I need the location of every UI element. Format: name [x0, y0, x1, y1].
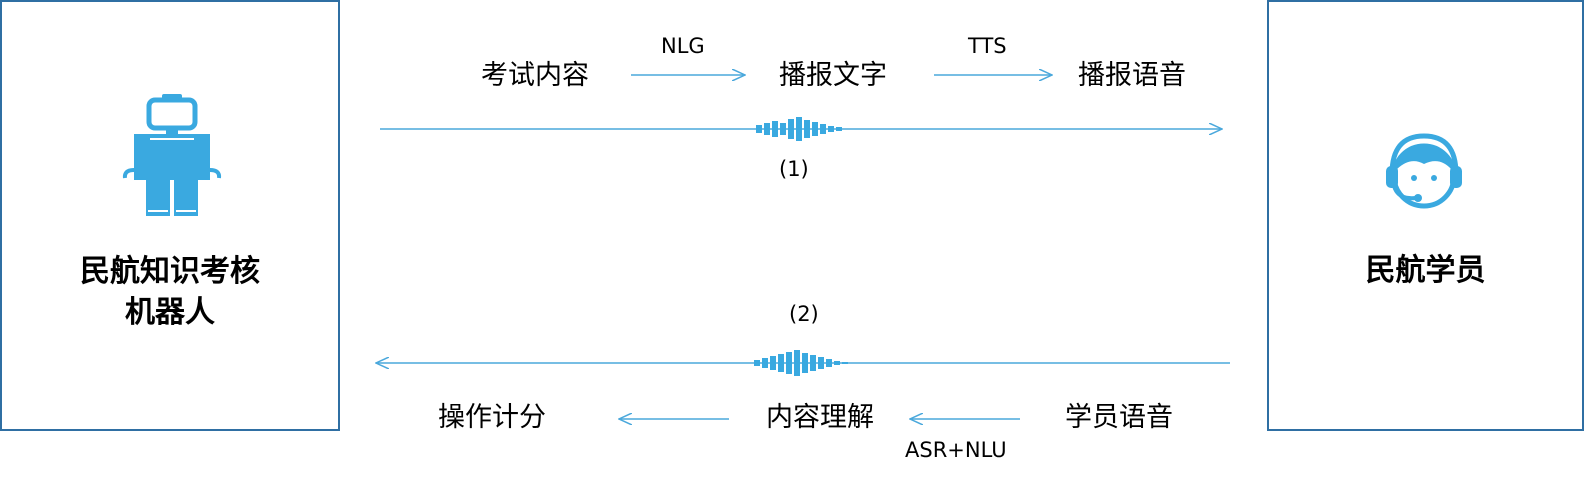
edge-label-asr-nlu: ASR+NLU	[905, 438, 1007, 462]
trainee-panel: 民航学员	[1267, 0, 1584, 431]
robot-title-line1: 民航知识考核	[80, 254, 260, 289]
caption-1: (1)	[779, 157, 809, 181]
node-content-understanding: 内容理解	[766, 402, 874, 433]
headset-agent-icon	[1386, 133, 1462, 209]
node-trainee-voice: 学员语音	[1065, 402, 1173, 433]
robot-icon	[122, 94, 222, 216]
robot-panel: 民航知识考核 机器人	[0, 0, 340, 431]
node-broadcast-voice: 播报语音	[1078, 60, 1186, 91]
edge-label-nlg: NLG	[661, 34, 705, 58]
caption-2: (2)	[789, 302, 819, 326]
robot-title-line2: 机器人	[125, 295, 215, 330]
node-scoring: 操作计分	[438, 402, 546, 433]
sound-wave-icon	[754, 350, 848, 376]
sound-wave-icon	[756, 117, 842, 141]
edge-label-tts: TTS	[968, 34, 1007, 58]
trainee-title: 民航学员	[1365, 253, 1486, 288]
node-broadcast-text: 播报文字	[779, 60, 887, 91]
node-exam-content: 考试内容	[481, 60, 589, 91]
